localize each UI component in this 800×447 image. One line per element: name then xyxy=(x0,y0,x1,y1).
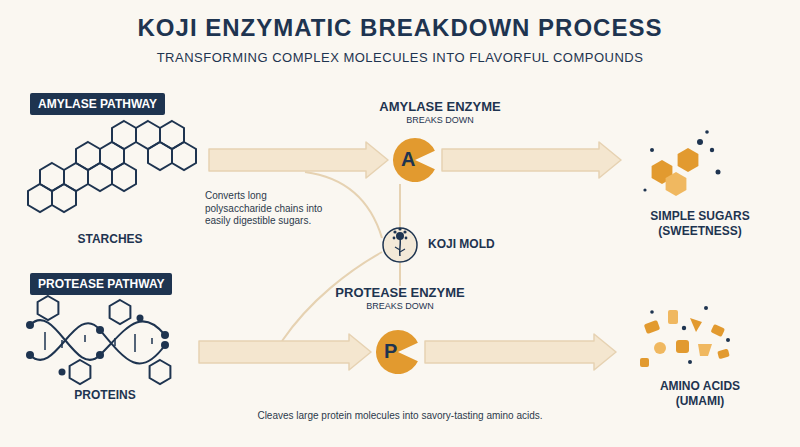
enzyme-body xyxy=(376,330,418,374)
koji-label: KOJI MOLD xyxy=(428,237,495,251)
enzyme-body xyxy=(393,138,435,182)
enzyme-name: AMYLASE ENZYME xyxy=(370,100,510,115)
flow-arrow xyxy=(442,142,621,178)
illustration-node: PROTEINS xyxy=(15,300,195,402)
amino-acid-pieces xyxy=(640,306,730,367)
enzyme-circle: A xyxy=(392,137,438,183)
node-label-line: SIMPLE SUGARS (SWEETNESS) xyxy=(642,209,758,238)
enzyme-name: PROTEASE ENZYME xyxy=(330,286,470,301)
starch-molecule xyxy=(28,121,196,212)
link-line xyxy=(399,184,401,227)
enzyme-shape xyxy=(375,329,421,375)
enzyme-letter: P xyxy=(384,341,397,361)
enzyme-circle: P xyxy=(375,329,421,375)
band-label: PROTEASE PATHWAY xyxy=(38,277,164,291)
subtitle: TRANSFORMING COMPLEX MOLECULES INTO FLAV… xyxy=(0,50,800,66)
flow-arrow xyxy=(209,142,388,178)
pathway-band: AMYLASE PATHWAY xyxy=(30,93,165,115)
illustration-node: AMINO ACIDS (UMAMI) xyxy=(620,300,780,408)
note-text: Cleaves large protein molecules into sav… xyxy=(200,410,600,423)
source-node: KOJI MOLD xyxy=(382,227,499,263)
illustration-node: STARCHES xyxy=(15,118,205,246)
flow-arrow xyxy=(425,334,616,370)
koji-mold-icon xyxy=(383,227,417,262)
pathway-band: PROTEASE PATHWAY xyxy=(30,273,172,295)
node-label: PROTEINS xyxy=(15,388,195,402)
flow-arrow xyxy=(199,334,371,370)
node-label-line: STARCHES xyxy=(15,232,205,246)
node-label-line: AMINO ACIDS (UMAMI) xyxy=(645,379,755,408)
link-line xyxy=(399,263,401,286)
diagram-title: KOJI ENZYMATIC BREAKDOWN PROCESS xyxy=(0,14,800,42)
node-label-line: PROTEINS xyxy=(15,388,195,402)
koji-circle xyxy=(382,227,418,263)
protein-molecule xyxy=(26,296,170,384)
enzyme-action: BREAKS DOWN xyxy=(330,301,470,312)
enzyme-action: BREAKS DOWN xyxy=(370,115,510,126)
illustration-node: SIMPLE SUGARS (SWEETNESS) xyxy=(625,128,775,238)
band-label: AMYLASE PATHWAY xyxy=(38,97,157,111)
node-label: AMINO ACIDS (UMAMI) xyxy=(620,379,780,408)
node-label: STARCHES xyxy=(15,232,205,246)
note-text: Converts long polysaccharide chains into… xyxy=(205,190,333,228)
enzyme-node: AMYLASE ENZYMEBREAKS DOWN A xyxy=(370,100,510,184)
node-label: SIMPLE SUGARS (SWEETNESS) xyxy=(625,209,775,238)
sugar-molecules xyxy=(643,130,720,196)
enzyme-letter: A xyxy=(401,149,415,169)
enzyme-node: PROTEASE ENZYMEBREAKS DOWN P xyxy=(330,286,470,376)
